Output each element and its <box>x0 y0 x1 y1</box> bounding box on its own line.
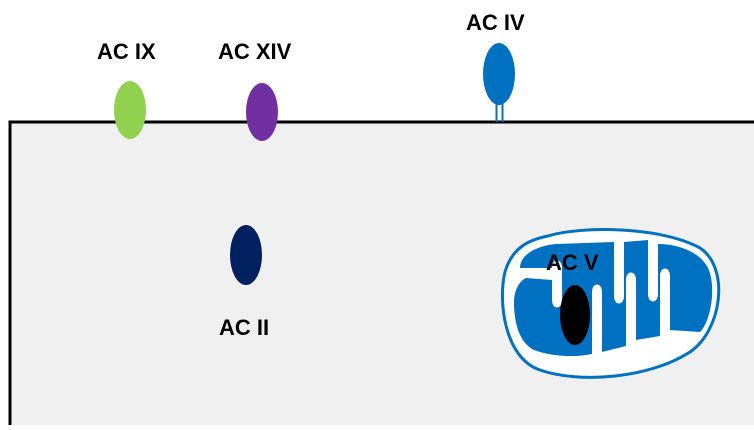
ac-ix-label: AC IX <box>97 41 156 63</box>
ac-v-protein <box>560 285 590 345</box>
mitochondrion <box>502 230 718 378</box>
ac-ii-protein <box>230 225 262 285</box>
ac-xiv-protein <box>246 83 278 141</box>
ac-iv-protein <box>483 43 515 105</box>
ac-iv-group <box>483 43 515 122</box>
ac-ii-label: AC II <box>219 317 269 339</box>
ac-ix-protein <box>114 81 146 139</box>
ac-iv-label: AC IV <box>466 12 525 34</box>
ac-v-label: AC V <box>546 252 599 274</box>
ac-xiv-label: AC XIV <box>218 41 291 63</box>
